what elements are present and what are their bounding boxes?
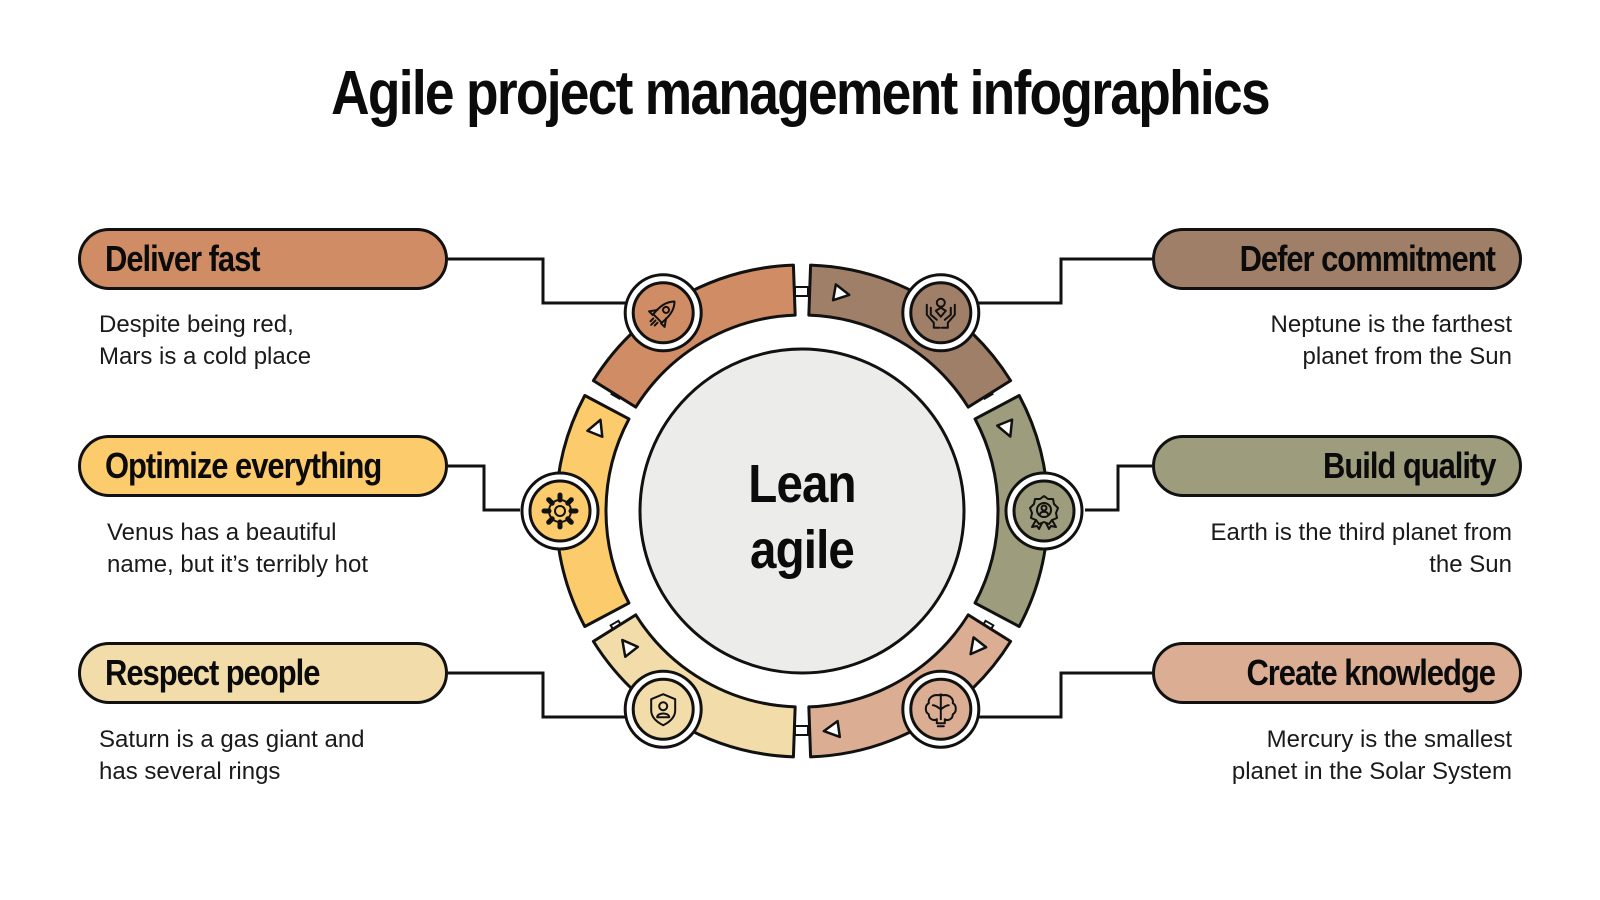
pill-label: Defer commitment	[1239, 238, 1496, 279]
connector-optimize-everything	[448, 464, 520, 512]
direction-arrow-icon	[586, 418, 604, 439]
direction-arrow-icon	[621, 638, 640, 658]
desc-defer-commitment: Neptune is the farthest planet from the …	[1270, 311, 1512, 370]
page-title: Agile project management infographics	[331, 59, 1270, 128]
hands-person-icon	[901, 273, 981, 353]
direction-arrow-icon	[969, 636, 988, 656]
pill-label: Create knowledge	[1246, 652, 1496, 693]
desc-deliver-fast: Despite being red, Mars is a cold place	[99, 311, 312, 370]
desc-build-quality: Earth is the third planet from the Sun	[1210, 519, 1512, 578]
connector-create-knowledge	[972, 671, 1152, 719]
rocket-icon	[623, 273, 703, 353]
pill-label: Optimize everything	[105, 445, 382, 486]
desc-respect-people: Saturn is a gas giant and has several ri…	[99, 726, 365, 785]
center-label: Lean agile	[662, 451, 942, 583]
pill-respect-people: Respect people	[78, 642, 448, 704]
connector-defer-commitment	[972, 257, 1152, 305]
center-label-line2: agile	[750, 520, 855, 580]
pill-create-knowledge: Create knowledge	[1152, 642, 1522, 704]
pill-deliver-fast: Deliver fast	[78, 228, 448, 290]
connector-build-quality	[1085, 464, 1152, 512]
direction-arrow-icon	[995, 418, 1014, 438]
award-badge-icon	[1004, 471, 1084, 551]
pill-label: Respect people	[105, 652, 320, 693]
brain-bulb-icon	[901, 669, 981, 749]
pill-build-quality: Build quality	[1152, 435, 1522, 497]
connector-deliver-fast	[448, 257, 632, 305]
shield-user-icon	[623, 669, 703, 749]
gear-icon	[520, 471, 600, 551]
desc-create-knowledge: Mercury is the smallest planet in the So…	[1231, 726, 1512, 785]
desc-optimize-everything: Venus has a beautiful name, but it’s ter…	[107, 519, 369, 578]
center-circle	[638, 347, 966, 675]
pill-optimize-everything: Optimize everything	[78, 435, 448, 497]
pill-defer-commitment: Defer commitment	[1152, 228, 1522, 290]
icon-badges	[520, 273, 1084, 749]
direction-arrow-icon	[822, 719, 842, 739]
pill-label: Deliver fast	[105, 238, 261, 279]
center-label-line1: Lean	[748, 454, 856, 514]
direction-arrow-icon	[831, 283, 851, 302]
connector-respect-people	[448, 671, 632, 719]
pill-label: Build quality	[1322, 445, 1496, 486]
connector-lines	[448, 257, 1152, 719]
